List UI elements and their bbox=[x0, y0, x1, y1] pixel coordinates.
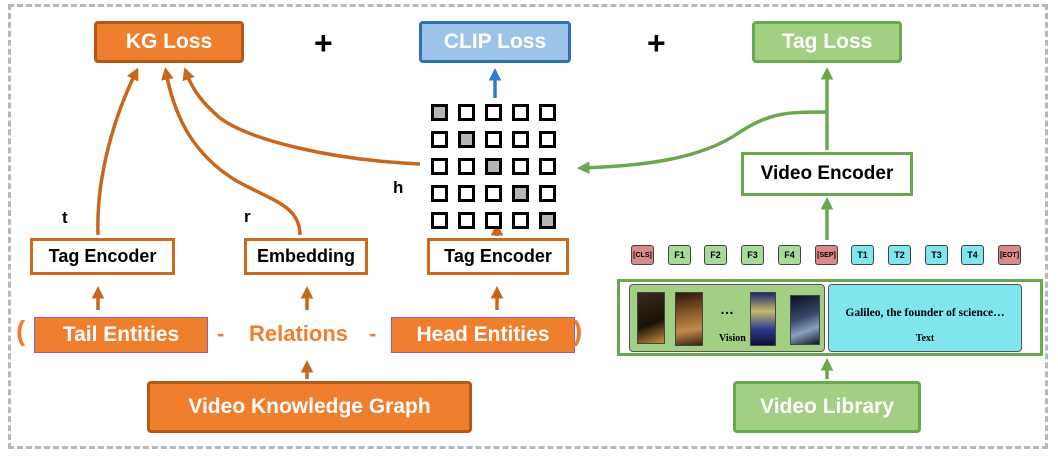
video-frame-thumbnail bbox=[637, 292, 665, 344]
label-t: t bbox=[62, 208, 68, 227]
plus-sign-1: + bbox=[314, 25, 333, 61]
vision-label: Vision bbox=[719, 333, 746, 344]
label-r: r bbox=[244, 207, 251, 226]
label-h: h bbox=[393, 178, 404, 197]
matrix-cell bbox=[512, 104, 529, 121]
matrix-cell bbox=[539, 158, 556, 175]
token-cls: [CLS] bbox=[631, 245, 654, 265]
matrix-cell bbox=[485, 185, 502, 202]
token-eot: [EOT] bbox=[998, 245, 1021, 265]
video-knowledge-graph: Video Knowledge Graph bbox=[147, 381, 472, 433]
text-panel: Galileo, the founder of science… Text bbox=[828, 284, 1022, 352]
matrix-cell bbox=[458, 104, 475, 121]
head-entities: Head Entities bbox=[391, 317, 575, 353]
open-paren: ( bbox=[16, 315, 26, 346]
matrix-cell bbox=[485, 104, 502, 121]
video-library: Video Library bbox=[733, 381, 921, 433]
matrix-cell bbox=[458, 185, 475, 202]
clip-loss-box: CLIP Loss bbox=[419, 21, 571, 63]
token-sep: [SEP] bbox=[815, 245, 838, 265]
token-f1: F1 bbox=[668, 245, 691, 265]
plus-sign-2: + bbox=[647, 25, 666, 61]
matrix-cell bbox=[431, 131, 448, 148]
matrix-cell bbox=[539, 212, 556, 229]
matrix-cell bbox=[512, 131, 529, 148]
video-frame-thumbnail bbox=[675, 292, 703, 346]
dash-2: - bbox=[369, 321, 377, 346]
dash-1: - bbox=[217, 321, 225, 346]
head-tag-encoder: Tag Encoder bbox=[427, 238, 569, 275]
arrow-venc-to-matrix bbox=[576, 110, 828, 175]
matrix-cell bbox=[458, 158, 475, 175]
video-frame-thumbnail bbox=[790, 295, 820, 345]
matrix-cell bbox=[458, 212, 475, 229]
matrix-cell bbox=[485, 212, 502, 229]
text-label: Text bbox=[915, 333, 935, 344]
token-t2: T2 bbox=[888, 245, 911, 265]
matrix-cell bbox=[485, 131, 502, 148]
close-paren: ) bbox=[573, 315, 583, 346]
matrix-cell bbox=[539, 104, 556, 121]
matrix-cell bbox=[485, 158, 502, 175]
relation-embedding: Embedding bbox=[244, 238, 368, 275]
tail-tag-encoder: Tag Encoder bbox=[30, 238, 175, 275]
more-frames-ellipsis: … bbox=[720, 301, 734, 317]
arrow-t-to-kgloss bbox=[96, 67, 139, 236]
matrix-cell bbox=[512, 158, 529, 175]
matrix-cell bbox=[431, 158, 448, 175]
matrix-cell bbox=[512, 212, 529, 229]
relations-label: Relations bbox=[249, 321, 349, 346]
video-encoder: Video Encoder bbox=[741, 152, 913, 196]
arrow-h-to-kgloss bbox=[182, 67, 421, 166]
vision-panel: … Vision bbox=[629, 284, 825, 352]
kg-loss-box: KG Loss bbox=[94, 21, 244, 63]
matrix-cell bbox=[539, 185, 556, 202]
matrix-cell bbox=[539, 131, 556, 148]
tag-loss-box: Tag Loss bbox=[752, 21, 902, 63]
matrix-cell bbox=[431, 104, 448, 121]
tail-entities: Tail Entities bbox=[34, 317, 208, 353]
token-t4: T4 bbox=[961, 245, 984, 265]
matrix-cell bbox=[512, 185, 529, 202]
video-frame-thumbnail bbox=[750, 292, 776, 346]
arrow-r-to-kgloss bbox=[161, 67, 302, 236]
matrix-cell bbox=[431, 212, 448, 229]
token-t1: T1 bbox=[851, 245, 874, 265]
text-content: Galileo, the founder of science… bbox=[845, 307, 1005, 319]
matrix-cell bbox=[431, 185, 448, 202]
dashed-frame bbox=[8, 4, 1048, 449]
token-f4: F4 bbox=[778, 245, 801, 265]
matrix-cell bbox=[458, 131, 475, 148]
token-f2: F2 bbox=[704, 245, 727, 265]
token-f3: F3 bbox=[741, 245, 764, 265]
token-t3: T3 bbox=[925, 245, 948, 265]
